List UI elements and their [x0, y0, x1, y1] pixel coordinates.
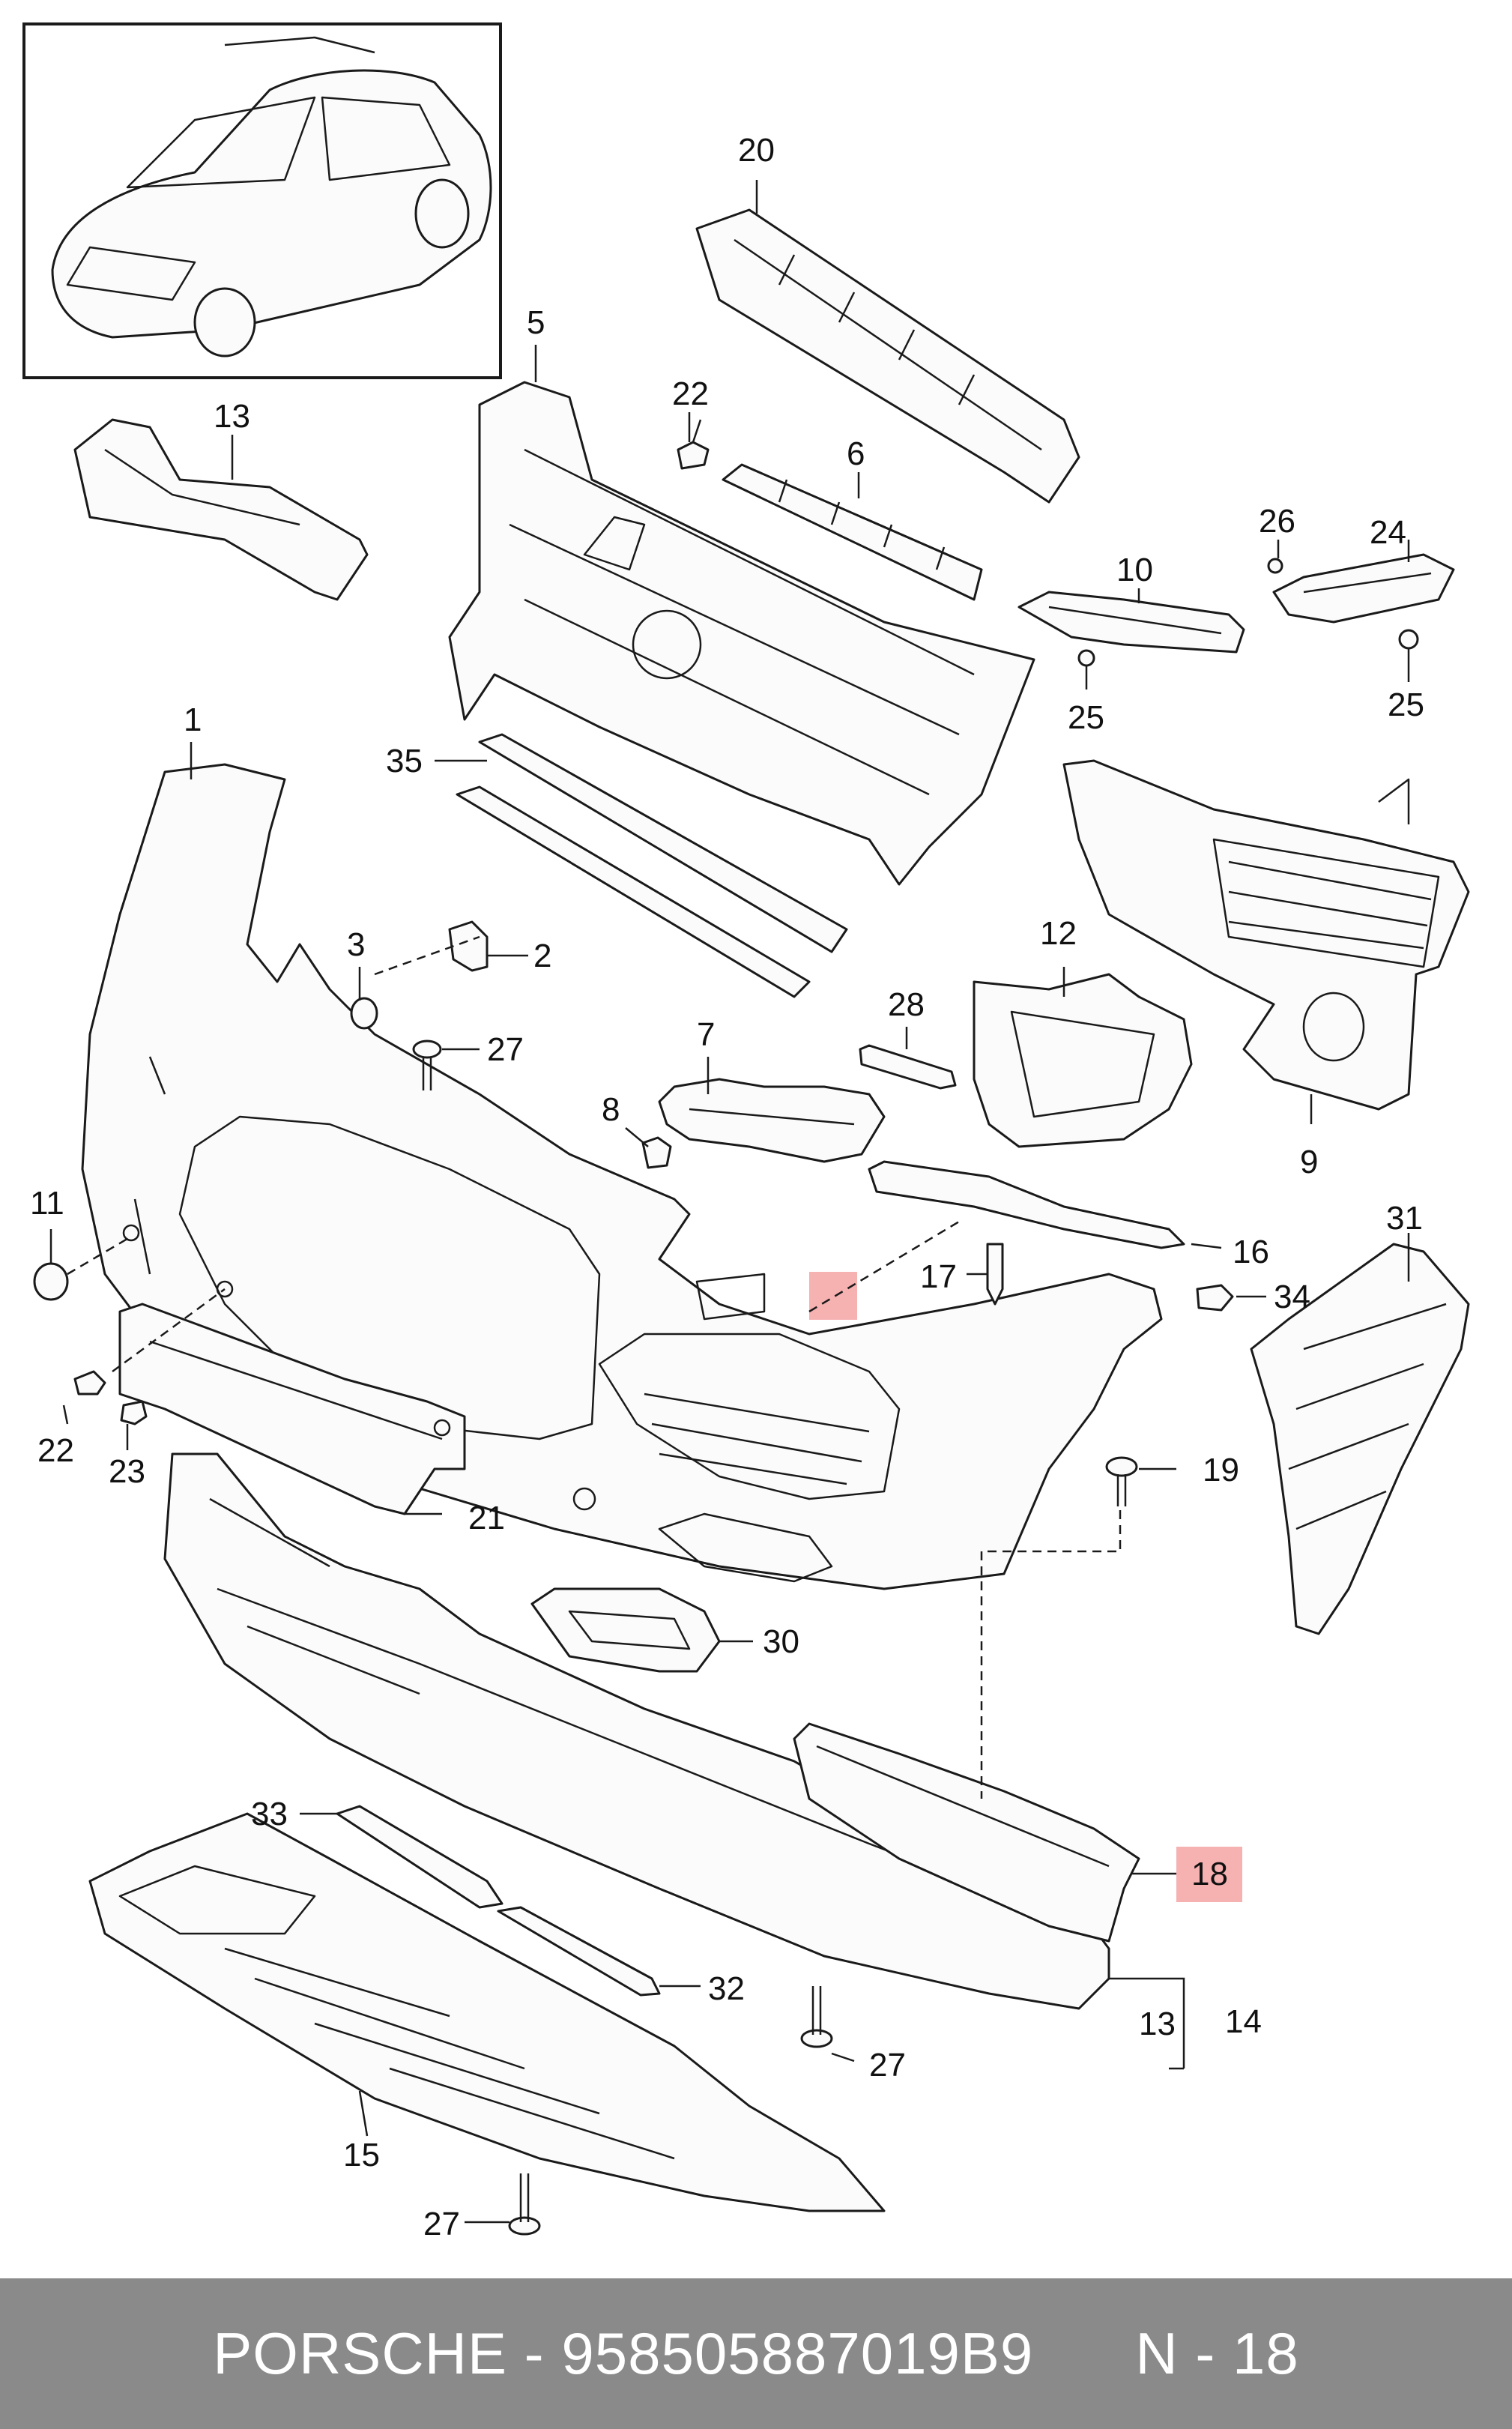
callout-27b: 27	[869, 2047, 906, 2083]
callout-27a: 27	[487, 1031, 524, 1068]
callout-25a: 25	[1068, 699, 1104, 736]
footer-gap	[1033, 2320, 1135, 2388]
callout-2: 2	[533, 938, 551, 974]
callout-34: 34	[1274, 1279, 1310, 1315]
callout-5: 5	[527, 304, 545, 341]
callout-28: 28	[888, 986, 925, 1023]
callout-32: 32	[708, 1970, 745, 2007]
footer-separator: -	[507, 2320, 562, 2386]
part-30-trim	[530, 1587, 721, 1673]
callout-14: 14	[1225, 2003, 1262, 2040]
part-33-strip	[336, 1805, 504, 1909]
callout-13b: 13	[1139, 2006, 1176, 2042]
footer-part-number: 958505887019B9	[561, 2320, 1034, 2386]
callout-27c: 27	[423, 2206, 460, 2242]
callout-26: 26	[1259, 503, 1295, 540]
part-16-trim	[868, 1160, 1185, 1249]
callout-24: 24	[1370, 514, 1406, 551]
part-17-pin	[986, 1243, 1004, 1306]
part-12-duct	[973, 973, 1193, 1148]
part-34-clip	[1196, 1284, 1234, 1312]
callout-11: 11	[30, 1185, 64, 1222]
part-6-bracket	[722, 463, 983, 601]
callout-35: 35	[386, 743, 423, 779]
parts-diagram: 20 5 22 6 13 10 26 24 25 25 35 1 3 2 27 …	[22, 22, 1470, 2242]
part-22-bolt-top	[677, 419, 710, 470]
part-22-23-bolts	[73, 1370, 148, 1425]
callout-12: 12	[1040, 915, 1077, 952]
part-5-carrier	[448, 381, 1035, 886]
callout-8: 8	[602, 1091, 620, 1128]
callout-16: 16	[1233, 1234, 1269, 1270]
part-19-bolt	[1105, 1456, 1138, 1506]
part-21-plate-bracket	[118, 1280, 466, 1515]
part-2-3-sensor	[350, 920, 489, 1030]
callout-33: 33	[251, 1796, 288, 1832]
callout-21: 21	[468, 1500, 505, 1536]
callout-6: 6	[847, 435, 865, 472]
callout-3: 3	[347, 926, 365, 963]
part-9-grille	[1062, 759, 1470, 1111]
highlight-marker-18-location	[809, 1272, 857, 1320]
callout-22a: 22	[672, 375, 709, 412]
callout-17: 17	[920, 1258, 957, 1295]
part-8-clip	[641, 1136, 672, 1169]
part-7-bracket	[658, 1078, 886, 1163]
callout-23: 23	[109, 1453, 145, 1490]
part-27-bolts	[412, 1040, 833, 2236]
callout-labels: 20 5 22 6 13 10 26 24 25 25 35 1 3 2 27 …	[30, 132, 1424, 2242]
footer-bar: PORSCHE - 958505887019B9 N - 18	[0, 2278, 1512, 2429]
leader-lines	[49, 180, 1410, 2224]
callout-9: 9	[1300, 1144, 1318, 1180]
part-31-bracket	[1250, 1243, 1470, 1635]
part-20-absorber	[695, 208, 1080, 504]
callout-30: 30	[763, 1623, 799, 1660]
callout-10: 10	[1116, 552, 1153, 588]
part-35-strip	[456, 733, 848, 998]
part-10-guide	[1017, 591, 1245, 654]
callout-18: 18	[1191, 1856, 1228, 1892]
part-24-bracket	[1077, 553, 1455, 667]
vehicle-thumbnail	[22, 22, 502, 379]
part-11-cap	[33, 1262, 69, 1301]
part-28-clip	[859, 1044, 957, 1090]
callout-13a: 13	[214, 398, 250, 435]
callout-25b: 25	[1388, 687, 1424, 723]
part-32-strip	[497, 1906, 661, 1997]
callout-20: 20	[738, 132, 775, 169]
callout-19: 19	[1203, 1452, 1239, 1488]
callout-7: 7	[697, 1016, 715, 1053]
dashed-leaders	[67, 935, 1122, 1799]
callout-22b: 22	[37, 1432, 74, 1469]
footer-ref: N - 18	[1135, 2320, 1299, 2386]
part-15-underbody-panel	[88, 1812, 886, 2212]
callout-31: 31	[1386, 1200, 1423, 1237]
part-13-bracket	[73, 418, 369, 601]
callout-1: 1	[184, 701, 202, 738]
callout-15: 15	[343, 2137, 380, 2173]
highlight-callout-18	[1176, 1847, 1242, 1902]
footer-brand: PORSCHE	[213, 2320, 507, 2386]
